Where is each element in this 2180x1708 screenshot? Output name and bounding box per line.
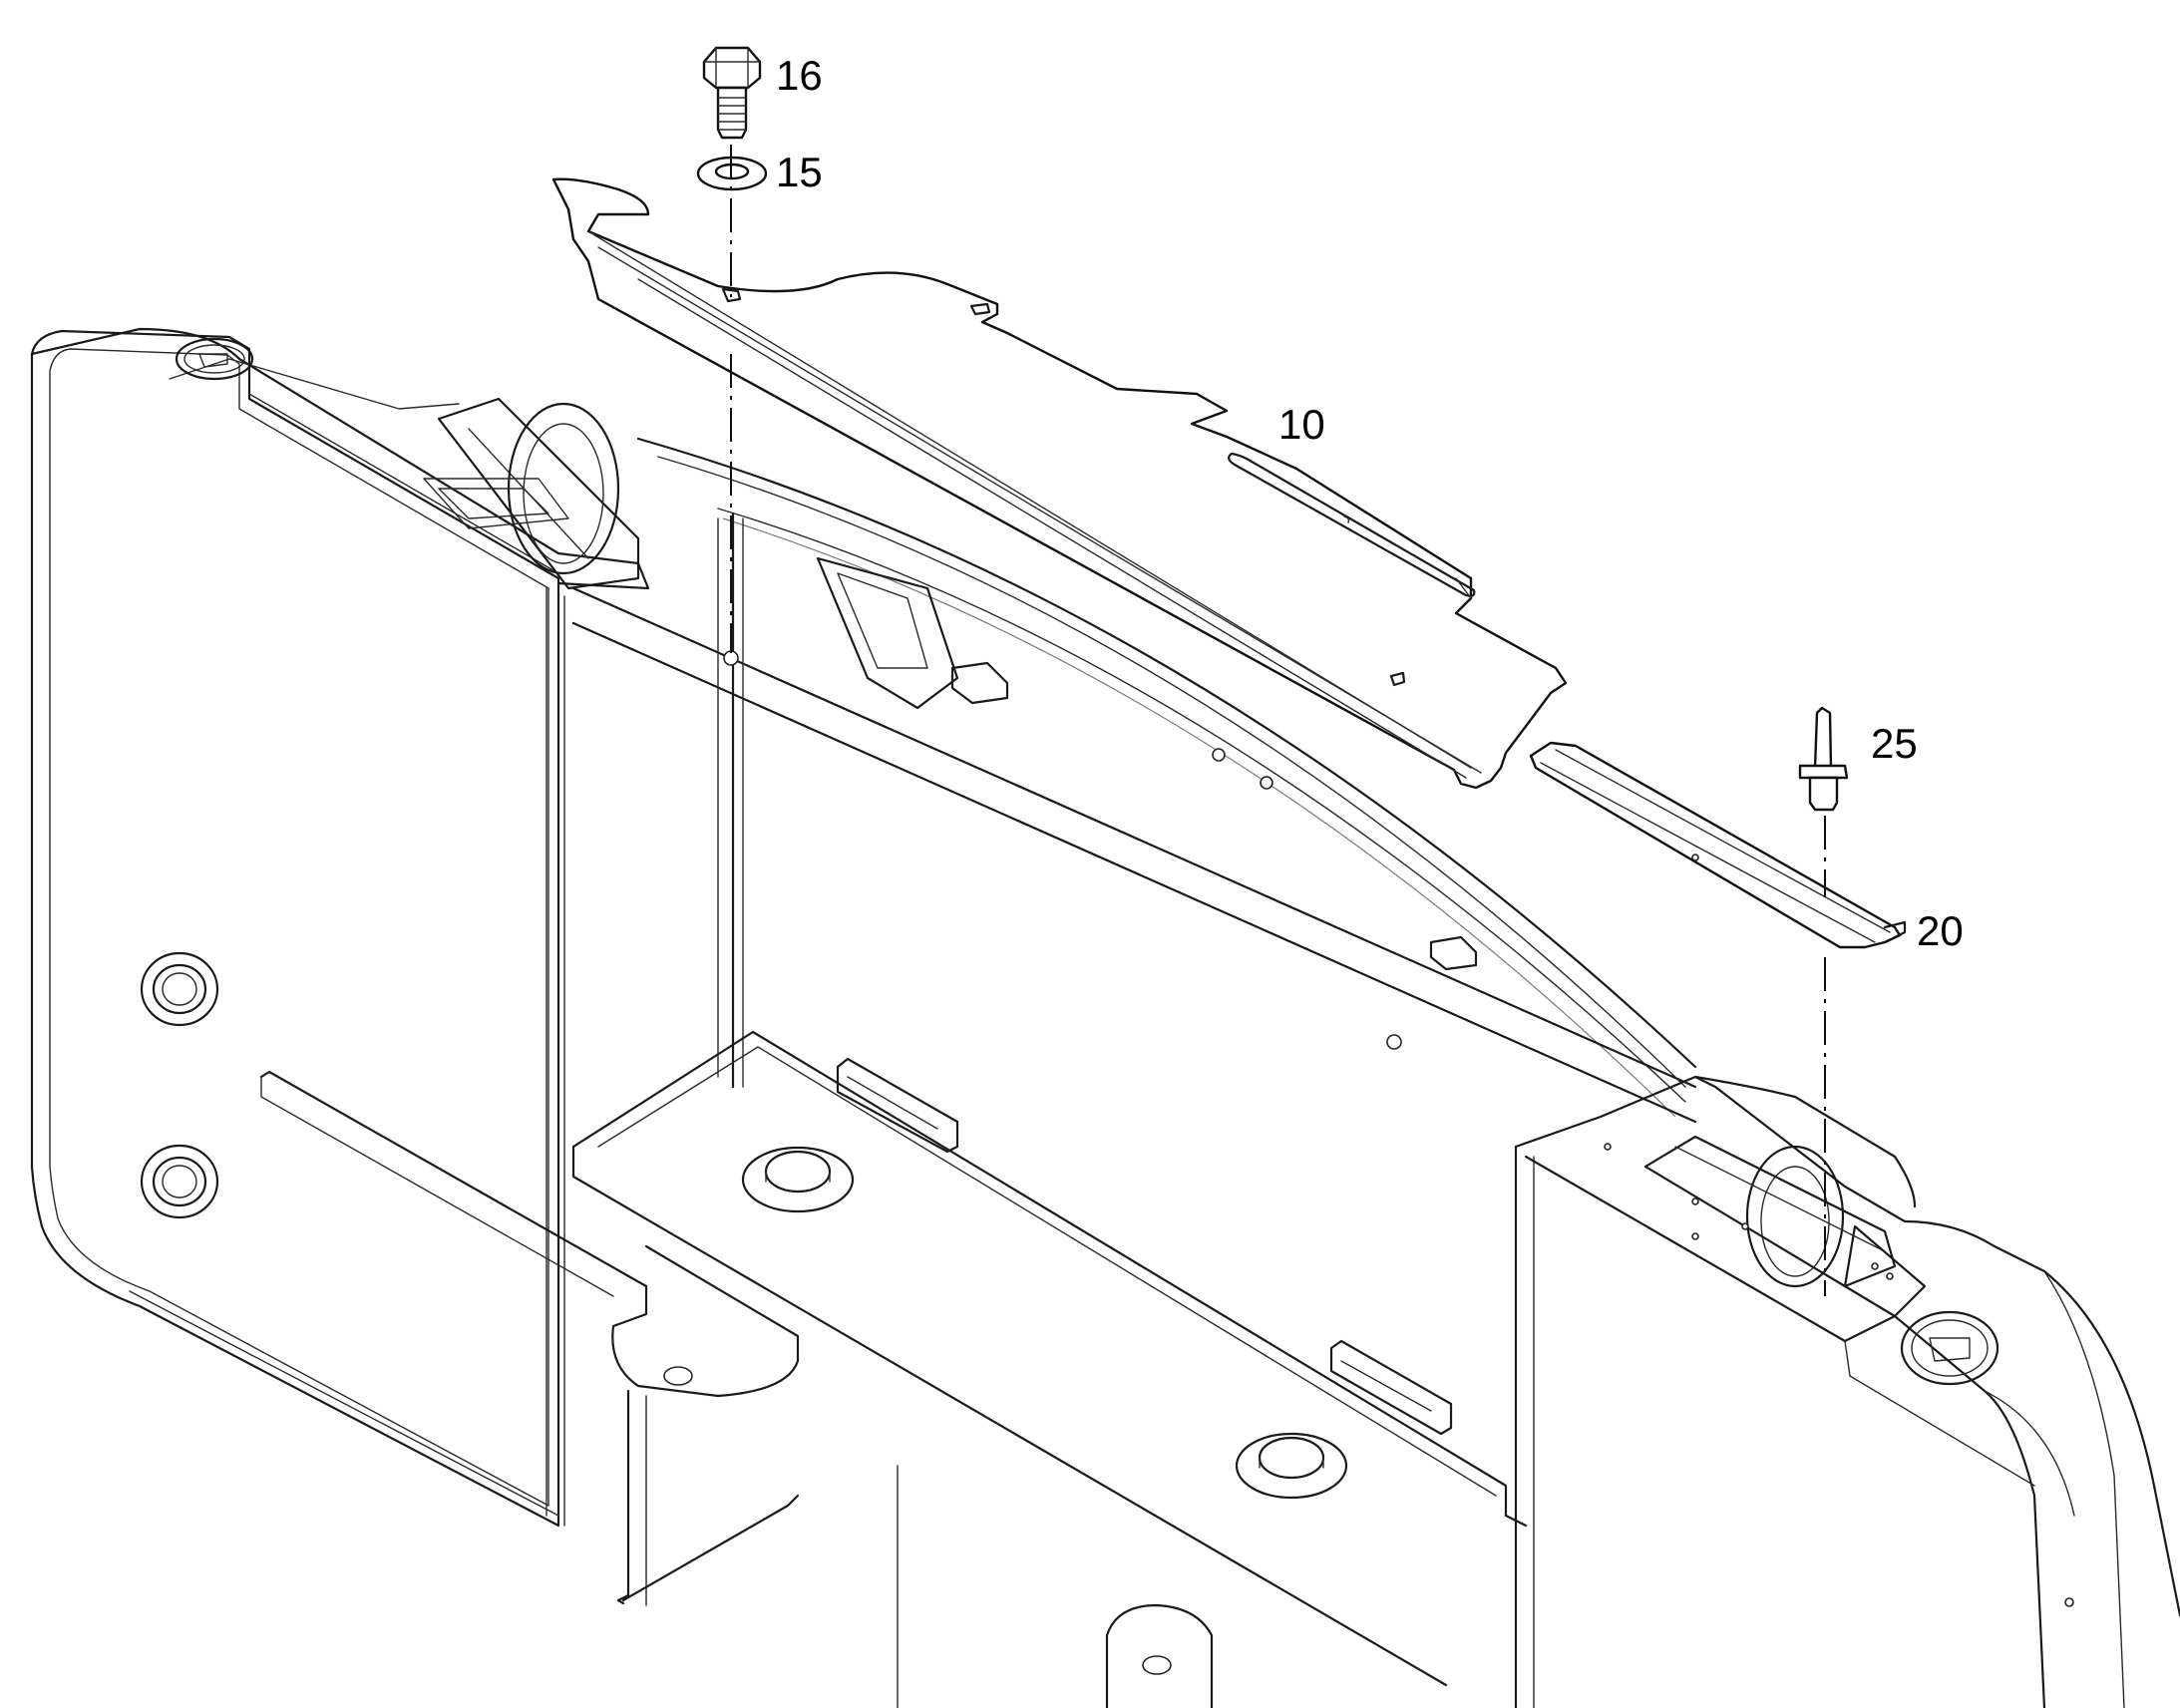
left-panel-boss-1 — [140, 951, 219, 1027]
left-panel-boss-2 — [140, 1144, 219, 1219]
deck-boss-2 — [1235, 1432, 1348, 1500]
right-cap-seal — [1900, 1310, 1999, 1386]
callout-20: 20 — [1917, 907, 1964, 954]
callout-15: 15 — [776, 149, 823, 195]
callout-10: 10 — [1278, 401, 1325, 448]
part-10-cover-plate — [551, 177, 1568, 790]
part-16-bolt — [702, 46, 762, 140]
main-housing — [30, 327, 2180, 1708]
callout-16: 16 — [776, 52, 823, 99]
part-20-trim-strip — [1529, 741, 1907, 949]
top-left-seal — [175, 337, 254, 381]
deck-boss-1 — [741, 1146, 855, 1213]
callout-25: 25 — [1871, 720, 1918, 767]
part-25-rivet — [1798, 706, 1849, 812]
